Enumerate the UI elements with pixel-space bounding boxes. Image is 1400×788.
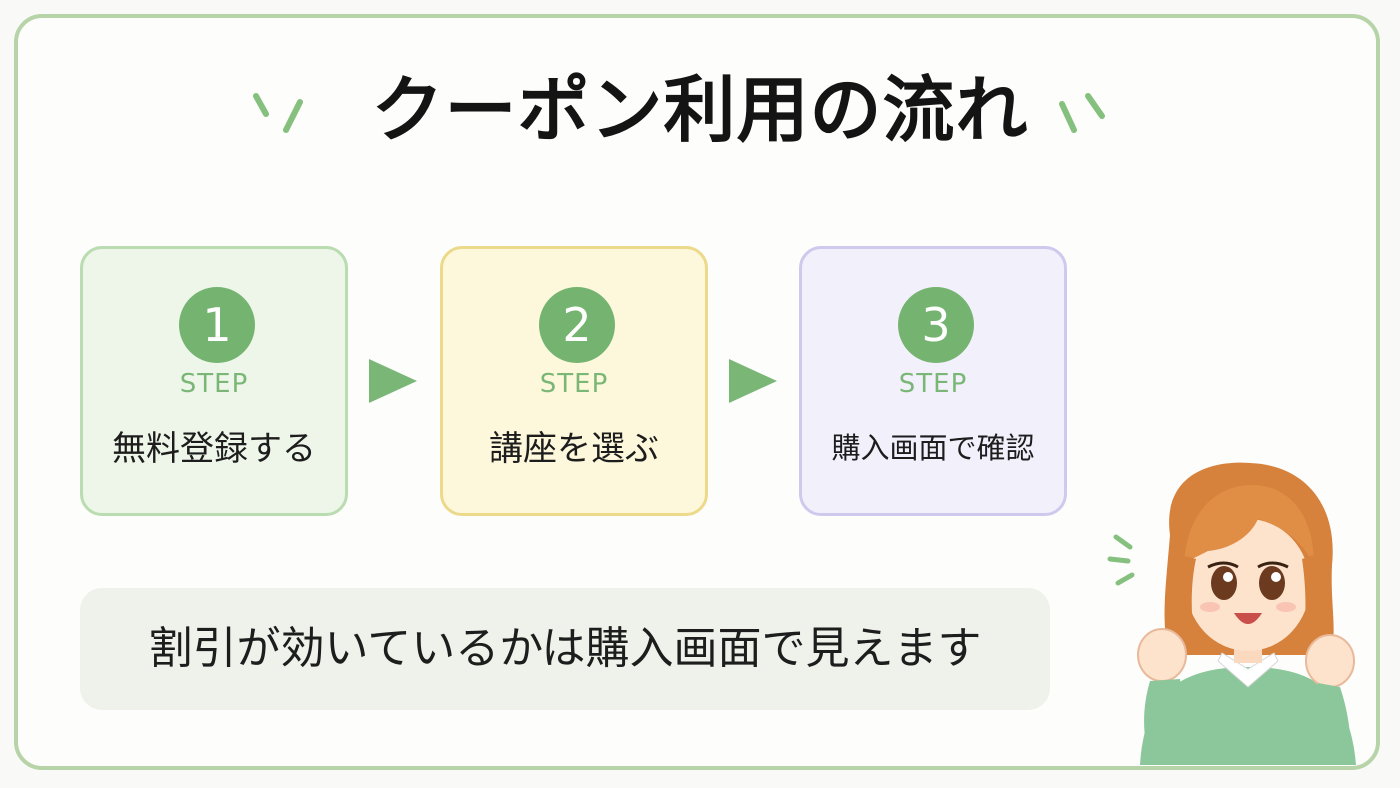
- step-label: 無料登録する: [112, 429, 316, 469]
- note-box: 割引が効いているかは購入画面で見えます: [80, 588, 1050, 710]
- step-number-badge: 1: [179, 287, 255, 363]
- step-card-2: 2 STEP 講座を選ぶ: [440, 246, 708, 516]
- step-word: STEP: [539, 369, 609, 399]
- cheering-girl-illustration: [1107, 462, 1356, 765]
- play-arrow-icon: [729, 359, 777, 403]
- page-title: クーポン利用の流れ: [371, 68, 1029, 152]
- play-arrow-icon: [369, 359, 417, 403]
- note-text: 割引が効いているかは購入画面で見えます: [148, 623, 982, 674]
- step-label: 講座を選ぶ: [489, 429, 659, 469]
- sparkle-dash-icon: [1107, 534, 1135, 586]
- step-number-badge: 3: [898, 287, 974, 363]
- title-sparkle-left-icon: [253, 93, 303, 133]
- step-number-badge: 2: [539, 287, 615, 363]
- step-word: STEP: [898, 369, 968, 399]
- step-label: 購入画面で確認: [831, 431, 1035, 465]
- step-word: STEP: [179, 369, 249, 399]
- title-sparkle-right-icon: [1059, 93, 1105, 133]
- step-card-1: 1 STEP 無料登録する: [80, 246, 348, 516]
- step-card-3: 3 STEP 購入画面で確認: [799, 246, 1067, 516]
